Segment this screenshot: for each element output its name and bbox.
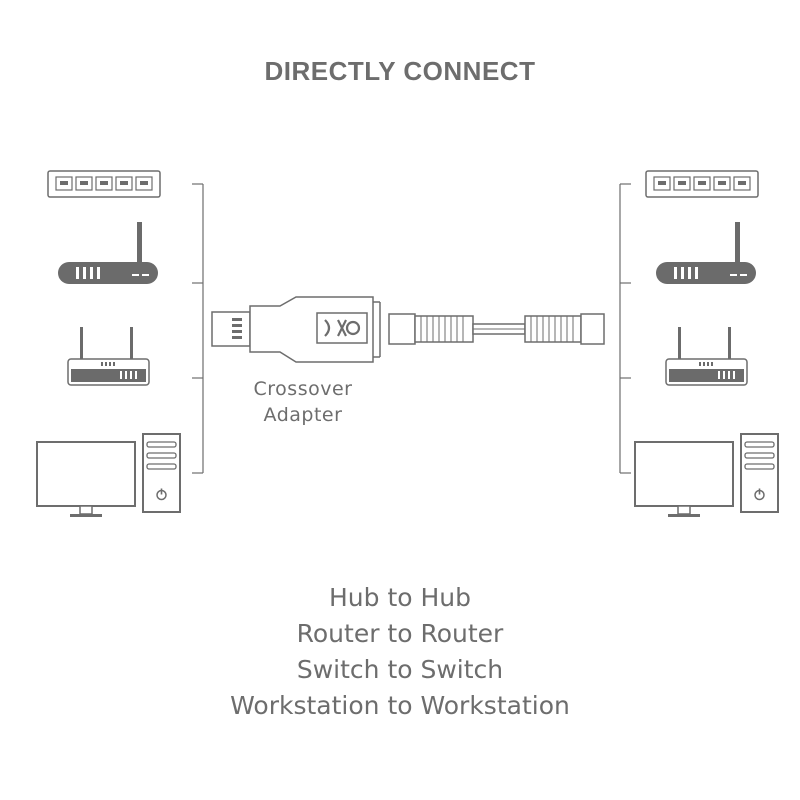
cable-icon bbox=[388, 313, 605, 345]
adapter-label-line-2: Adapter bbox=[263, 404, 343, 426]
use-case-item: Router to Router bbox=[296, 619, 504, 648]
right-router-icon bbox=[656, 222, 756, 284]
page-title: DIRECTLY CONNECT bbox=[264, 56, 536, 86]
right-switch-icon bbox=[645, 170, 759, 198]
use-case-item: Workstation to Workstation bbox=[230, 691, 570, 720]
use-case-item: Hub to Hub bbox=[328, 583, 472, 612]
left-computer-icon bbox=[36, 433, 181, 518]
use-case-item: Switch to Switch bbox=[296, 655, 504, 684]
right-wireless-router-icon bbox=[665, 326, 748, 386]
adapter-label-line-1: Crossover bbox=[253, 378, 353, 400]
left-router-icon bbox=[58, 222, 158, 284]
left-wireless-router-icon bbox=[67, 326, 150, 386]
right-computer-icon bbox=[634, 433, 779, 518]
use-case-list: Hub to Hub Router to Router Switch to Sw… bbox=[0, 580, 800, 724]
left-switch-icon bbox=[47, 170, 161, 198]
adapter-label: Crossover Adapter bbox=[238, 376, 368, 428]
left-bracket bbox=[192, 183, 204, 474]
crossover-adapter-icon bbox=[211, 296, 381, 363]
right-bracket bbox=[619, 183, 631, 474]
